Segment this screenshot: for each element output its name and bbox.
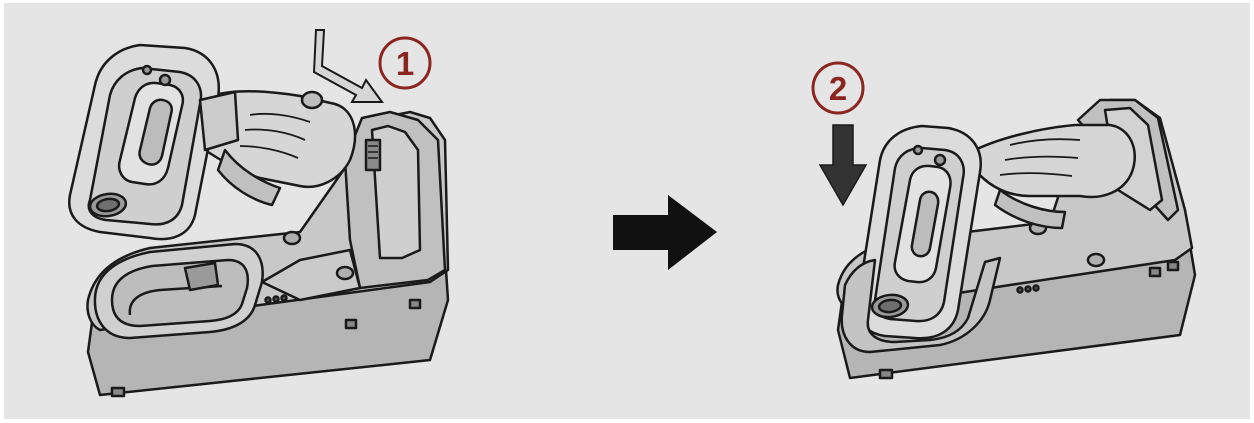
step-marker-1: 1 [380,38,430,88]
right-arrow-icon [613,195,717,270]
step-marker-1-label: 1 [396,45,414,82]
step-1-illustration: 1 [69,30,448,396]
down-arrow-icon [820,125,866,205]
step-2-illustration: 2 [813,63,1195,378]
scanner-left [69,45,355,239]
step-marker-2: 2 [813,63,863,113]
step-marker-2-label: 2 [829,70,847,107]
diagonal-insert-arrow-icon [314,30,382,102]
